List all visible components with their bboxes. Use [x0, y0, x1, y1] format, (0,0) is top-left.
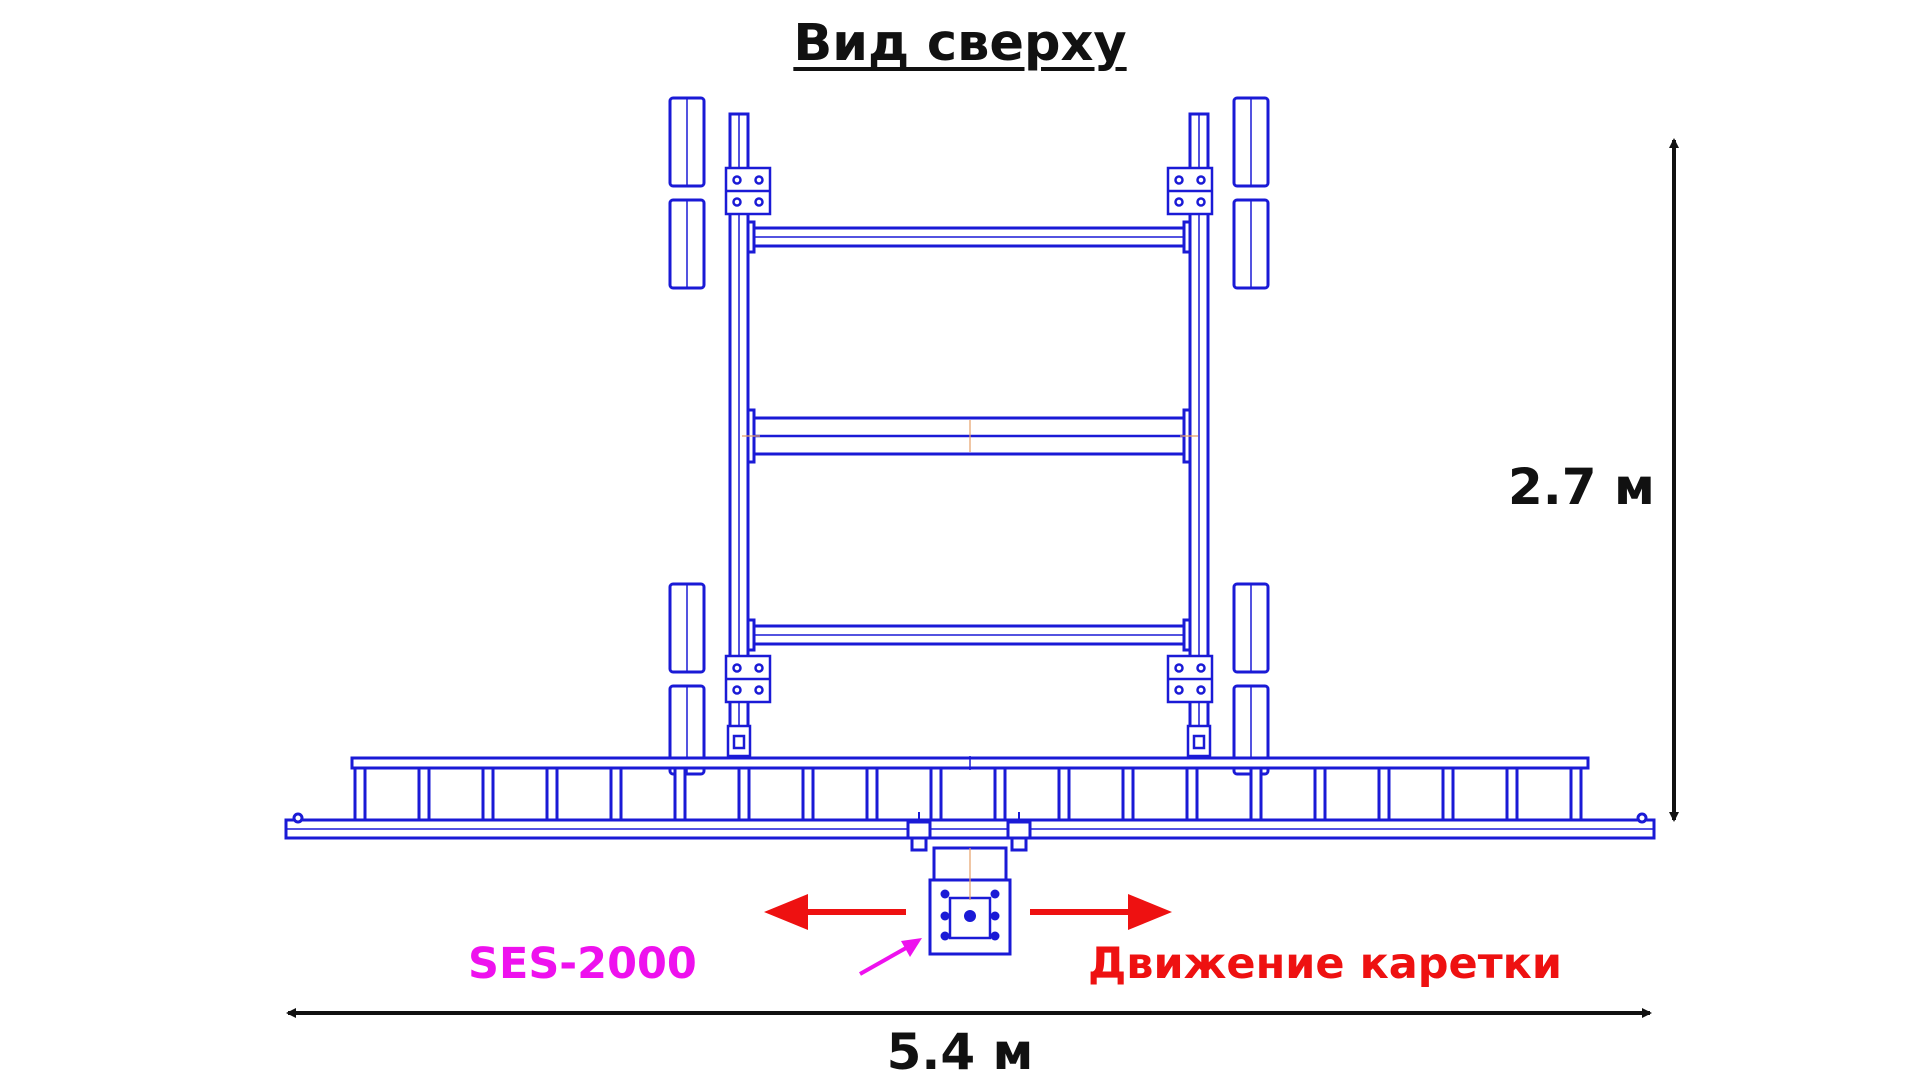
guide-rail-post [1441, 766, 1455, 822]
width-dimension-label: 5.4 м [886, 1023, 1034, 1081]
guide-rail-post [1057, 766, 1071, 822]
guide-rail-post [1249, 766, 1263, 822]
diagram-title: Вид сверху [793, 14, 1127, 73]
guide-rail-post [801, 766, 815, 822]
guide-rail-post [353, 766, 367, 822]
carriage-motion-arrows [764, 894, 1172, 930]
centerlines [742, 420, 1198, 900]
guide-rail-post [1313, 766, 1327, 822]
wheel-bottom-left-1 [668, 582, 706, 674]
bracket-bottom-right [1166, 654, 1214, 704]
bracket-top-right [1166, 166, 1214, 216]
bracket-top-left [724, 166, 772, 216]
guide-rail-post [865, 766, 879, 822]
guide-rail-post [417, 766, 431, 822]
guide-rail-post [1377, 766, 1391, 822]
height-dimension-label: 2.7 м [1508, 458, 1655, 516]
guide-rail-post [737, 766, 751, 822]
rail-foot-left [726, 724, 752, 758]
device-pointer-arrow [859, 938, 922, 976]
guide-rail-post [1505, 766, 1519, 822]
guide-rail-post [545, 766, 559, 822]
guide-rail-post [673, 766, 687, 822]
guide-rail-post [1185, 766, 1199, 822]
corner-brackets [724, 166, 1214, 758]
guide-rail-post [481, 766, 495, 822]
guide-rail-post [993, 766, 1007, 822]
guide-rail-post [609, 766, 623, 822]
wheel-top-left-2 [668, 198, 706, 290]
carriage-motion-label: Движение каретки [1088, 939, 1562, 989]
rail-foot-right [1186, 724, 1212, 758]
frame [728, 112, 1210, 756]
device-label: SES-2000 [468, 939, 697, 989]
wheel-bottom-right-1 [1232, 582, 1270, 674]
bracket-bottom-left [724, 654, 772, 704]
guide-rail-assembly [284, 756, 1656, 840]
guide-rail-post [1569, 766, 1583, 822]
guide-rail-posts [353, 766, 1583, 822]
guide-rail-post [1121, 766, 1135, 822]
guide-rail-post [929, 766, 943, 822]
carriage-clamp-left [906, 812, 932, 852]
wheel-top-left-1 [668, 96, 706, 188]
wheel-top-right-1 [1232, 96, 1270, 188]
carriage-clamp-right [1006, 812, 1032, 852]
wheel-top-right-2 [1232, 198, 1270, 290]
